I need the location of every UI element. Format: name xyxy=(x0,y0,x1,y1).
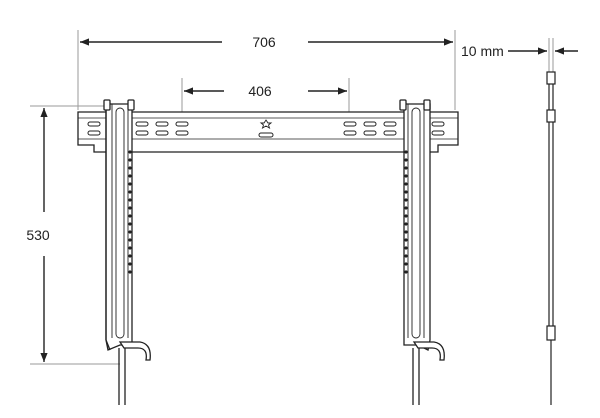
dimension-hole-spacing: 406 xyxy=(184,83,347,99)
dimension-height: 530 xyxy=(26,108,50,362)
dimension-overall-width: 706 xyxy=(80,34,453,50)
height-label: 530 xyxy=(26,227,50,243)
right-mounting-arm xyxy=(399,99,445,405)
rail-slots xyxy=(87,121,445,138)
dimension-depth: 10 mm xyxy=(461,43,578,59)
wall-rail xyxy=(77,111,459,153)
extension-lines xyxy=(30,30,554,365)
center-level-icon xyxy=(259,119,273,129)
hole-spacing-label: 406 xyxy=(248,83,272,99)
left-arm-holes xyxy=(128,150,132,274)
left-mounting-arm xyxy=(103,99,151,405)
overall-width-label: 706 xyxy=(252,34,276,50)
depth-label: 10 mm xyxy=(461,43,504,59)
side-profile xyxy=(546,71,556,405)
right-arm-holes xyxy=(404,150,408,274)
